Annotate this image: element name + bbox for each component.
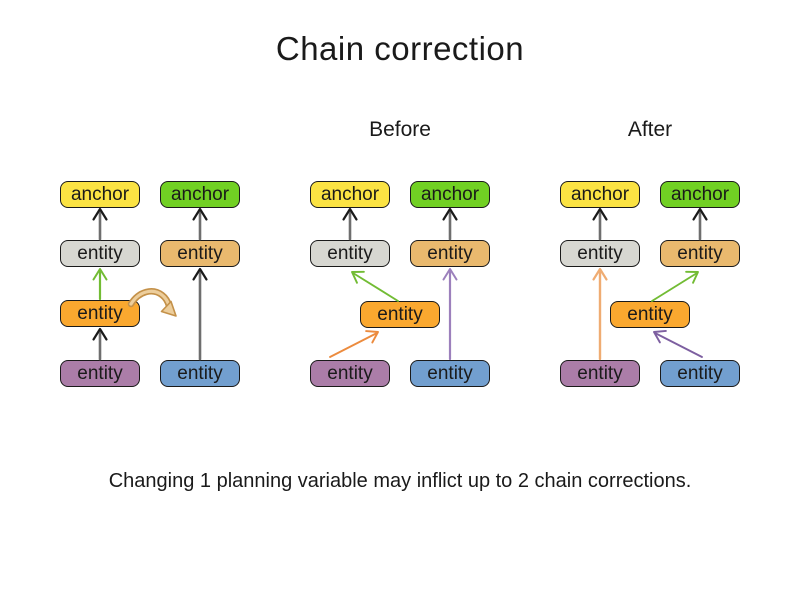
after-label: After bbox=[627, 118, 673, 141]
arrow-before-gray-to-yellow-anchor bbox=[342, 207, 358, 241]
before-anchor-yellow: anchor bbox=[310, 181, 390, 208]
arrow-initial-blue-to-tan bbox=[192, 267, 208, 361]
arrow-before-orange-to-gray bbox=[351, 270, 399, 302]
page-title: Chain correction bbox=[275, 30, 525, 67]
arrow-after-purple-to-gray bbox=[592, 267, 608, 361]
initial-entity-tan: entity bbox=[160, 240, 240, 267]
arrow-initial-tan-to-green-anchor bbox=[192, 207, 208, 241]
initial-entity-orange: entity bbox=[60, 300, 140, 327]
after-entity-orange: entity bbox=[610, 301, 690, 328]
arrow-before-blue-to-tan bbox=[442, 268, 458, 361]
after-entity-purple: entity bbox=[560, 360, 640, 387]
initial-entity-blue: entity bbox=[160, 360, 240, 387]
before-label: Before bbox=[369, 118, 431, 141]
before-entity-purple: entity bbox=[310, 360, 390, 387]
arrow-after-blue-to-orange bbox=[653, 329, 703, 358]
initial-anchor-yellow: anchor bbox=[60, 181, 140, 208]
arrow-initial-purple-to-orange bbox=[92, 327, 108, 361]
after-entity-blue: entity bbox=[660, 360, 740, 387]
arrow-before-tan-to-green-anchor bbox=[442, 207, 458, 241]
before-entity-orange: entity bbox=[360, 301, 440, 328]
after-anchor-yellow: anchor bbox=[560, 181, 640, 208]
arrow-after-gray-to-yellow-anchor bbox=[592, 207, 608, 241]
before-anchor-green: anchor bbox=[410, 181, 490, 208]
initial-entity-gray: entity bbox=[60, 240, 140, 267]
before-entity-blue: entity bbox=[410, 360, 490, 387]
after-anchor-green: anchor bbox=[660, 181, 740, 208]
after-entity-gray: entity bbox=[560, 240, 640, 267]
arrow-after-orange-to-tan bbox=[651, 270, 699, 302]
arrow-after-tan-to-green-anchor bbox=[692, 207, 708, 241]
before-entity-gray: entity bbox=[310, 240, 390, 267]
arrow-before-purple-to-orange bbox=[329, 330, 379, 358]
initial-entity-purple: entity bbox=[60, 360, 140, 387]
arrow-initial-gray-to-yellow-anchor bbox=[92, 207, 108, 241]
move-curved-arrow bbox=[127, 288, 177, 317]
caption-text: Changing 1 planning variable may inflict… bbox=[108, 470, 692, 492]
arrow-initial-orange-to-gray bbox=[92, 268, 108, 301]
before-entity-tan: entity bbox=[410, 240, 490, 267]
after-entity-tan: entity bbox=[660, 240, 740, 267]
initial-anchor-green: anchor bbox=[160, 181, 240, 208]
